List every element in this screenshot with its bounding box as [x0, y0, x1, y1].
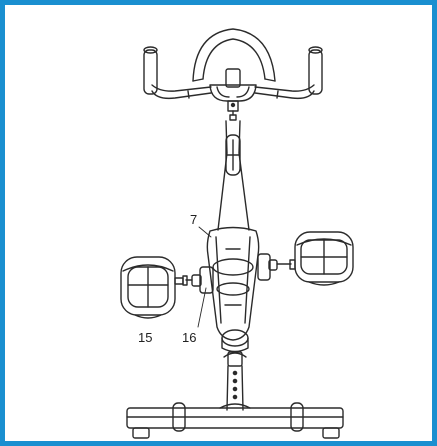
- handlebar: [143, 28, 323, 100]
- pedal-right: [294, 231, 354, 286]
- callout-15: 15: [138, 330, 152, 345]
- leader-16: [197, 287, 207, 328]
- crank-right: [257, 253, 296, 281]
- base-stabilizer: [126, 402, 344, 439]
- leader-lines: [197, 226, 212, 328]
- pedal-left: [120, 256, 184, 319]
- adjust-knob: [225, 134, 241, 176]
- handlebar-stem: [209, 68, 257, 121]
- callout-7: 7: [190, 212, 197, 227]
- exercise-bike-diagram: 7 15 16: [120, 28, 354, 439]
- callout-16: 16: [182, 330, 196, 345]
- left-grip: [143, 49, 158, 95]
- lower-frame: [221, 329, 249, 411]
- right-grip-cap: [308, 46, 323, 54]
- leader-7: [198, 226, 212, 238]
- right-grip: [308, 49, 323, 95]
- crank-left: [182, 266, 214, 294]
- handlebar-loop-outer: [192, 28, 276, 82]
- left-grip-cap: [143, 46, 158, 54]
- handlebar-loop-inner: [202, 38, 266, 80]
- frame-column: [217, 120, 250, 231]
- flywheel-housing: [206, 226, 260, 341]
